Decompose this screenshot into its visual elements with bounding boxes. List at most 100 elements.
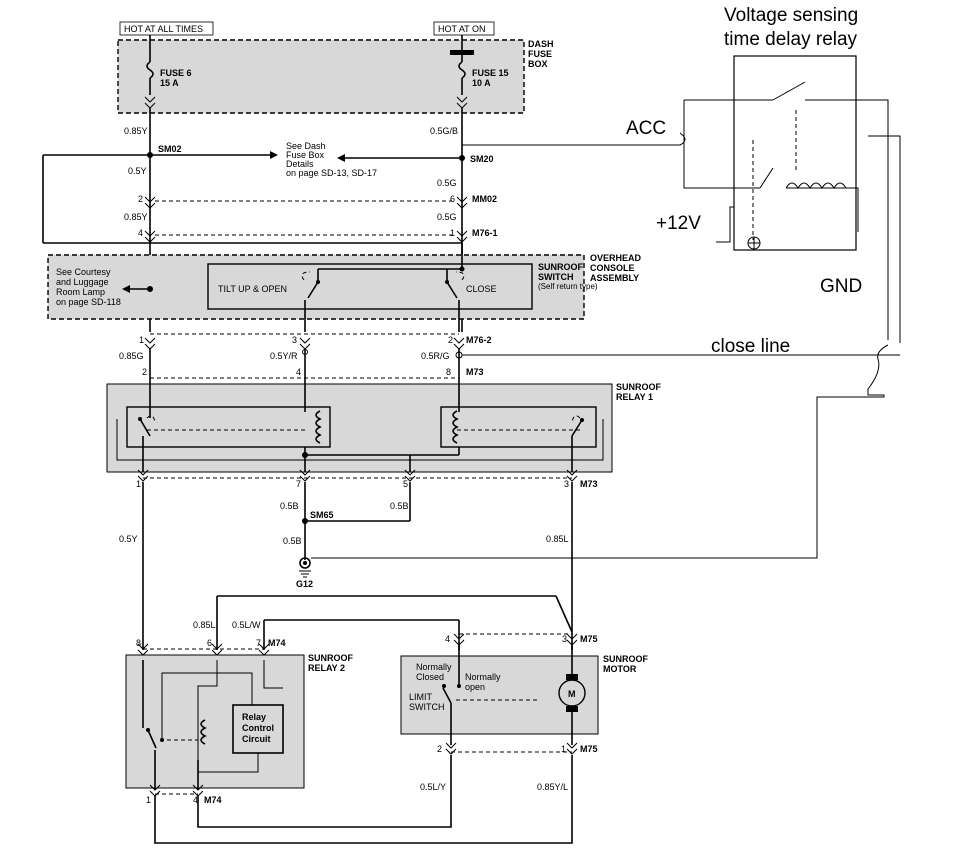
relay-coil-sketch (785, 182, 847, 189)
svg-text:1: 1 (450, 228, 455, 238)
svg-text:0.5R/G: 0.5R/G (421, 351, 450, 361)
svg-text:FUSE: FUSE (528, 49, 552, 59)
fuse15-icon (458, 61, 466, 79)
svg-text:M74: M74 (204, 795, 222, 805)
svg-text:7: 7 (296, 479, 301, 489)
tilt-switch-contact (307, 281, 319, 299)
dash-fuse-box-label: DASH (528, 39, 554, 49)
svg-text:Closed: Closed (416, 672, 444, 682)
svg-text:7: 7 (256, 638, 261, 648)
relay1-right-contact (571, 419, 583, 437)
svg-text:1: 1 (139, 335, 144, 345)
svg-text:0.85Y/L: 0.85Y/L (537, 782, 568, 792)
svg-text:0.5L/W: 0.5L/W (232, 620, 261, 630)
busbar-icon (450, 50, 474, 55)
svg-text:0.5B: 0.5B (390, 501, 409, 511)
fuse15-label: FUSE 15 (472, 68, 509, 78)
relay1-left-coil-icon (315, 410, 322, 444)
svg-text:0.5G: 0.5G (437, 178, 457, 188)
svg-text:open: open (465, 682, 485, 692)
svg-text:3: 3 (292, 335, 297, 345)
svg-text:Normally: Normally (416, 662, 452, 672)
relay1-left-coil-box (126, 406, 331, 448)
tilt-up-open-label: TILT UP & OPEN (218, 284, 287, 294)
svg-text:RELAY 1: RELAY 1 (616, 392, 653, 402)
svg-text:2: 2 (448, 335, 453, 345)
svg-text:M75: M75 (580, 744, 598, 754)
svg-text:1: 1 (561, 744, 566, 754)
svg-text:SUNROOF: SUNROOF (308, 653, 354, 663)
svg-text:2: 2 (138, 194, 143, 204)
svg-text:8: 8 (136, 638, 141, 648)
svg-text:RELAY 2: RELAY 2 (308, 663, 345, 673)
svg-text:M74: M74 (268, 638, 286, 648)
close-label: CLOSE (466, 284, 497, 294)
sunroof-switch (207, 263, 533, 310)
v12-label: +12V (656, 213, 701, 234)
svg-text:M76-1: M76-1 (472, 228, 498, 238)
svg-text:2: 2 (142, 367, 147, 377)
svg-text:CONSOLE: CONSOLE (590, 263, 635, 273)
svg-text:SM65: SM65 (310, 510, 334, 520)
svg-text:0.5Y: 0.5Y (119, 534, 138, 544)
voltage-relay-title: Voltage sensing (724, 5, 858, 26)
fuse6-label: FUSE 6 (160, 68, 192, 78)
svg-text:SUNROOF: SUNROOF (538, 262, 584, 272)
svg-text:0.85Y: 0.85Y (124, 212, 148, 222)
relay2-coil-icon (200, 719, 207, 745)
relay1-right-coil-icon (452, 410, 459, 444)
svg-text:G12: G12 (296, 579, 313, 589)
hot-at-all-times-label: HOT AT ALL TIMES (119, 21, 214, 36)
svg-text:5: 5 (403, 479, 408, 489)
svg-text:SWITCH: SWITCH (538, 272, 574, 282)
gnd-label: GND (820, 276, 862, 297)
svg-text:and Luggage: and Luggage (56, 277, 109, 287)
svg-text:3: 3 (562, 634, 567, 644)
svg-text:0.85G: 0.85G (119, 351, 144, 361)
svg-text:0.5G/B: 0.5G/B (430, 126, 458, 136)
svg-text:Relay: Relay (242, 712, 266, 722)
svg-text:4: 4 (296, 367, 301, 377)
svg-text:ASSEMBLY: ASSEMBLY (590, 273, 639, 283)
relay2-contact (147, 729, 157, 749)
svg-text:BOX: BOX (528, 59, 548, 69)
svg-text:0.5Y: 0.5Y (128, 166, 147, 176)
svg-text:4: 4 (138, 228, 143, 238)
svg-text:1: 1 (146, 795, 151, 805)
svg-text:0.5Y/R: 0.5Y/R (270, 351, 298, 361)
svg-text:MOTOR: MOTOR (603, 664, 637, 674)
svg-text:0.5G: 0.5G (437, 212, 457, 222)
svg-text:M75: M75 (580, 634, 598, 644)
svg-text:1: 1 (136, 479, 141, 489)
svg-text:0.5L/Y: 0.5L/Y (420, 782, 446, 792)
close-line-label: close line (711, 336, 790, 357)
svg-text:M: M (568, 689, 576, 699)
ground-terminal-icon (299, 557, 311, 569)
see-dash-note: See Dash (286, 141, 326, 151)
svg-text:OVERHEAD: OVERHEAD (590, 253, 642, 263)
fuse6-icon (146, 61, 154, 79)
svg-text:MM02: MM02 (472, 194, 497, 204)
svg-text:time delay relay: time delay relay (724, 29, 858, 50)
svg-text:4: 4 (193, 795, 198, 805)
svg-text:Control: Control (242, 723, 274, 733)
svg-text:Normally: Normally (465, 672, 501, 682)
svg-text:on page SD-13, SD-17: on page SD-13, SD-17 (286, 168, 377, 178)
svg-text:6: 6 (207, 638, 212, 648)
svg-text:M73: M73 (466, 367, 484, 377)
close-switch-contact (446, 281, 458, 299)
svg-text:Fuse Box: Fuse Box (286, 150, 325, 160)
voltage-sensing-relay-annotation: Voltage sensing time delay relay ACC +12… (311, 5, 901, 559)
svg-text:HOT AT ON: HOT AT ON (438, 24, 486, 34)
limit-switch-contact (442, 687, 452, 704)
ground-icon (299, 570, 311, 578)
relay1-right-coil-box (440, 406, 597, 448)
acc-label: ACC (626, 118, 666, 139)
svg-text:0.85L: 0.85L (546, 534, 569, 544)
svg-text:0.85L: 0.85L (193, 620, 216, 630)
svg-text:HOT AT ALL TIMES: HOT AT ALL TIMES (124, 24, 203, 34)
svg-text:2: 2 (437, 744, 442, 754)
svg-text:SWITCH: SWITCH (409, 702, 445, 712)
svg-text:8: 8 (446, 367, 451, 377)
